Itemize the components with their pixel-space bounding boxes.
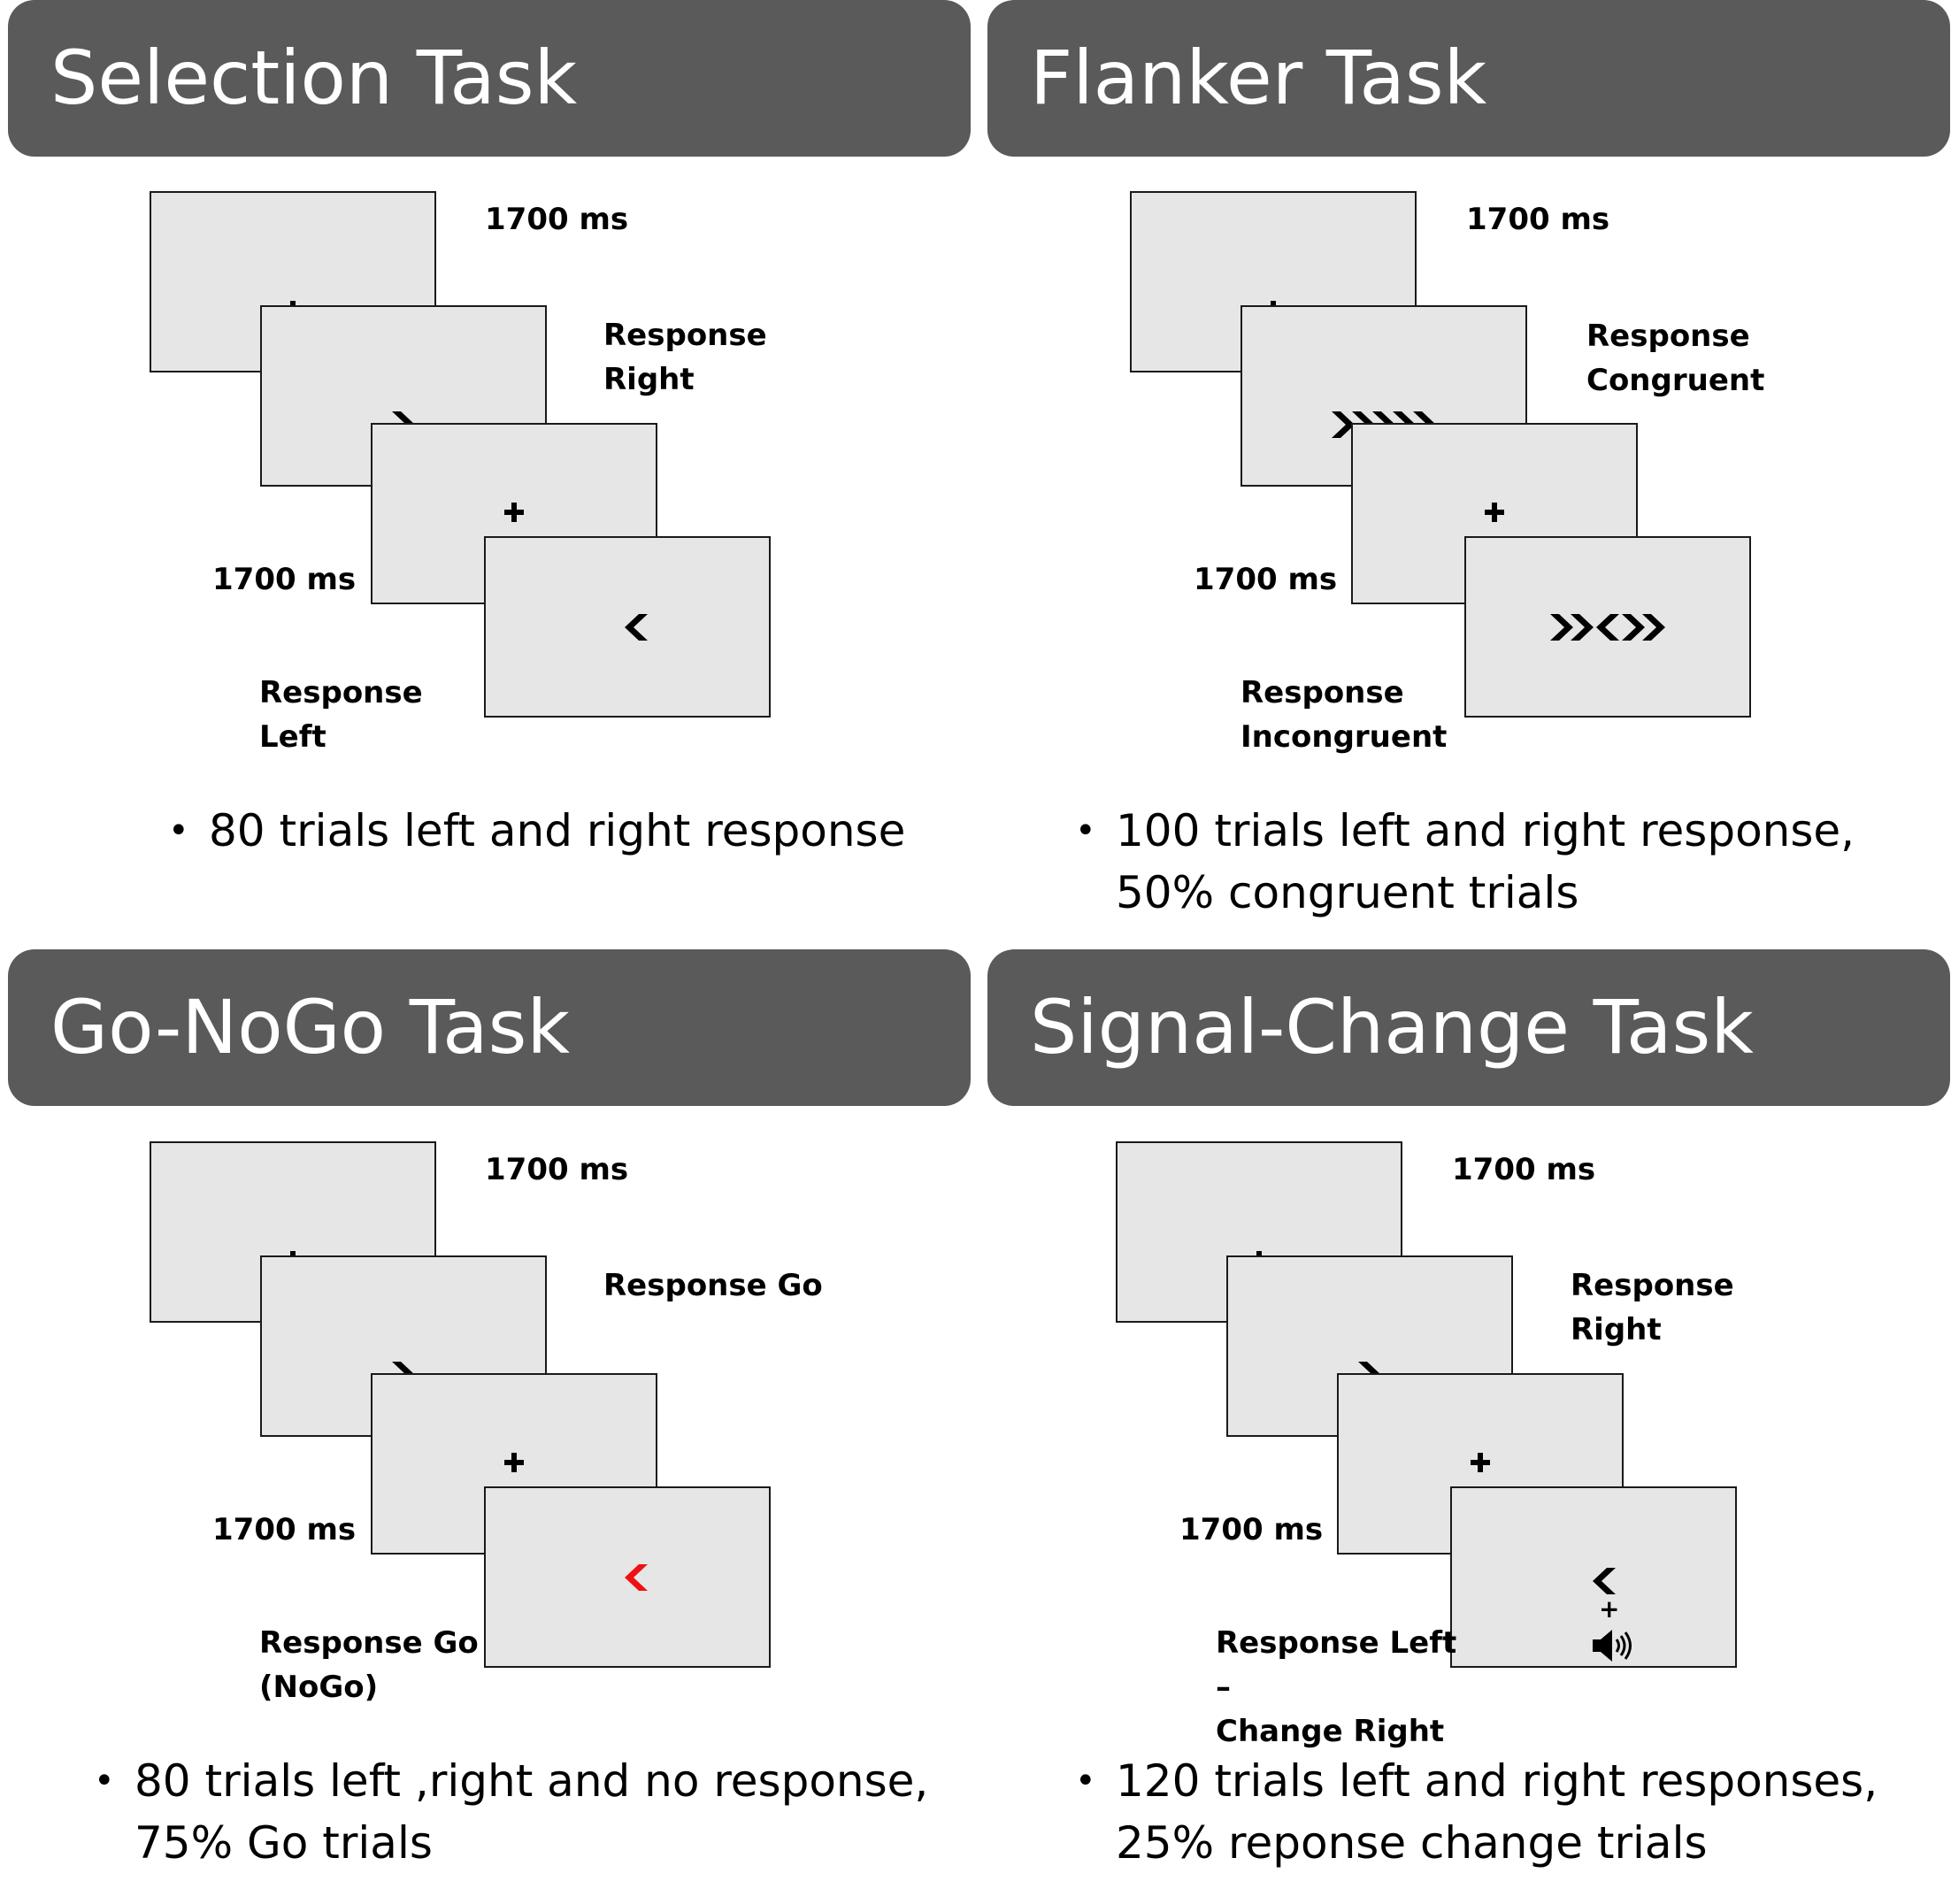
timing-label-bottom: 1700 ms (1179, 1512, 1324, 1547)
timing-label-top: 1700 ms (485, 202, 629, 237)
incongruent-screen (1464, 536, 1751, 718)
left-arrow-icon (625, 613, 648, 641)
response-right-label: Response Right (1571, 1268, 1734, 1347)
response-congruent-label: Response Congruent (1586, 319, 1765, 398)
selection-task-title: Selection Task (8, 0, 971, 157)
signal-change-task-title: Signal-Change Task (987, 949, 1950, 1106)
selection-bullet: • 80 trials left and right response (168, 805, 906, 856)
signal-change-task-panel: Signal-Change Task + 1700 ms Resp (979, 949, 1951, 1900)
flanker-bullet: • 100 trials left and right response, 50… (1075, 805, 1855, 918)
timing-label-top: 1700 ms (1466, 202, 1610, 237)
left-arrow-icon (1593, 1568, 1616, 1594)
fixation-cross-icon (1485, 502, 1504, 522)
response-go-label: Response Go (603, 1268, 823, 1303)
signal-change-bullet: • 120 trials left and right responses, 2… (1075, 1755, 1878, 1869)
response-incongruent-label: Response Incongruent (1240, 675, 1448, 755)
flanker-task-panel: Flanker Task (979, 0, 1951, 951)
flanker-task-title: Flanker Task (987, 0, 1950, 157)
nogo-screen (484, 1486, 771, 1668)
gonogo-task-title: Go-NoGo Task (8, 949, 971, 1106)
timing-label-top: 1700 ms (485, 1152, 629, 1187)
response-nogo-label: Response Go (NoGo) (259, 1625, 479, 1705)
left-arrow-red-icon (625, 1563, 648, 1591)
incongruent-arrows-icon (1550, 613, 1665, 641)
speaker-icon (1591, 1628, 1633, 1663)
fixation-cross-icon (1471, 1452, 1490, 1472)
fixation-cross-icon (504, 502, 524, 522)
plus-sign: + (1599, 1594, 1620, 1624)
response-left-label: Response Left (259, 675, 423, 755)
timing-label-top: 1700 ms (1452, 1152, 1596, 1187)
gonogo-bullet: • 80 trials left ,right and no response,… (94, 1755, 929, 1869)
change-signal-screen: + (1450, 1486, 1737, 1668)
timing-label-bottom: 1700 ms (212, 562, 357, 597)
timing-label-bottom: 1700 ms (1194, 562, 1338, 597)
timing-label-bottom: 1700 ms (212, 1512, 357, 1547)
response-right-label: Response Right (603, 318, 767, 397)
stimulus-screen-2 (484, 536, 771, 718)
selection-task-panel: Selection Task 1700 ms Response Right 17… (0, 0, 973, 951)
gonogo-task-panel: Go-NoGo Task 1700 ms Response Go 1700 ms… (0, 949, 973, 1900)
fixation-cross-icon (504, 1452, 524, 1472)
response-change-label: Response Left – Change Right (1216, 1625, 1457, 1749)
